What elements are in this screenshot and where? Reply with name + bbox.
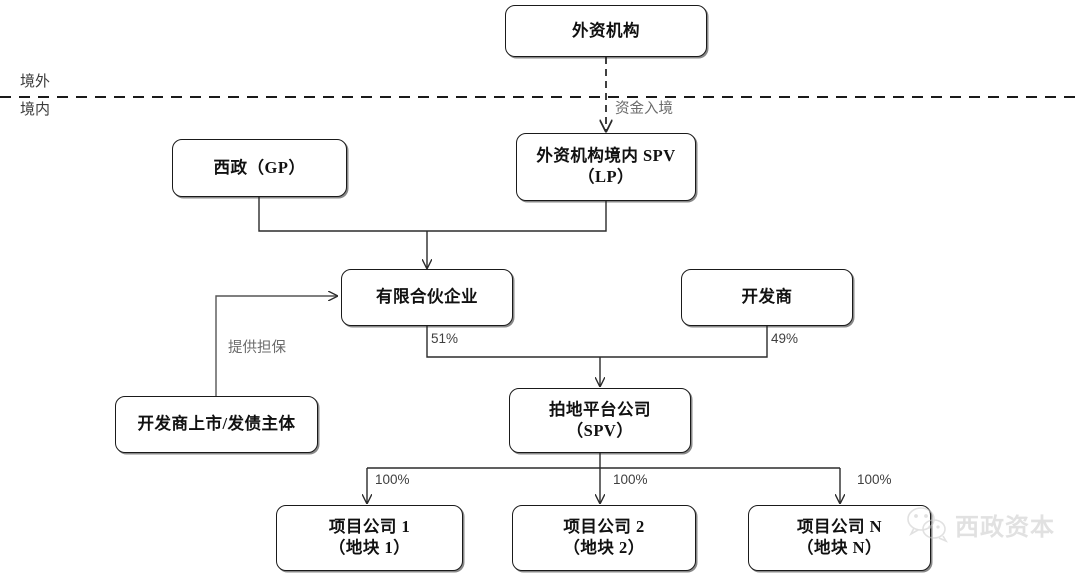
node-project-company-2-label-line1: 项目公司 2: [563, 517, 645, 537]
node-project-company-n-label-line1: 项目公司 N: [796, 517, 883, 537]
node-xizheng-gp-label: 西政（GP）: [213, 157, 306, 177]
node-project-company-n[interactable]: 项目公司 N （地块 N）: [748, 505, 931, 571]
node-developer-label: 开发商: [741, 287, 793, 307]
edge-developer-49: [600, 325, 768, 358]
node-land-platform-company-label-line2: （SPV）: [566, 420, 634, 440]
node-limited-partnership-label: 有限合伙企业: [376, 287, 478, 307]
node-foreign-institution-label: 外资机构: [572, 20, 640, 40]
node-project-company-1-label-line1: 项目公司 1: [328, 517, 411, 537]
node-project-company-1-label-line2: （地块 1）: [328, 538, 411, 557]
node-developer[interactable]: 开发商: [681, 269, 853, 326]
zone-label-domestic: 境内: [20, 102, 51, 118]
edge-label-provide-guarantee: 提供担保: [228, 340, 286, 356]
node-foreign-spv-label-line2: （LP）: [577, 167, 635, 186]
node-project-company-2-label-line2: （地块 2）: [563, 538, 645, 557]
node-foreign-spv-label-line1: 外资机构境内 SPV: [536, 146, 676, 166]
node-foreign-spv[interactable]: 外资机构境内 SPV （LP）: [516, 133, 696, 201]
edge-label-project-2-share: 100%: [613, 472, 648, 487]
edge-label-project-1-share: 100%: [375, 472, 410, 487]
node-land-platform-company[interactable]: 拍地平台公司 （SPV）: [509, 388, 691, 453]
edge-label-partnership-share: 51%: [431, 331, 459, 346]
node-developer-listed-entity-label: 开发商上市/发债主体: [137, 414, 296, 434]
edge-label-project-n-share: 100%: [857, 472, 892, 487]
node-project-company-1[interactable]: 项目公司 1 （地块 1）: [276, 505, 463, 571]
node-limited-partnership[interactable]: 有限合伙企业: [341, 269, 513, 326]
edge-label-developer-share: 49%: [771, 331, 799, 346]
node-land-platform-company-label-line1: 拍地平台公司: [549, 399, 651, 419]
node-developer-listed-entity[interactable]: 开发商上市/发债主体: [115, 396, 318, 453]
node-project-company-n-label-line2: （地块 N）: [796, 538, 883, 557]
node-xizheng-gp[interactable]: 西政（GP）: [172, 139, 347, 197]
watermark-brand-text: 西政资本: [955, 514, 1055, 541]
node-foreign-institution[interactable]: 外资机构: [505, 5, 707, 57]
edge-spv-to-lp-bus: [427, 201, 607, 232]
zone-label-overseas: 境外: [20, 74, 51, 90]
edge-gp-to-lp-bus: [258, 197, 427, 232]
edge-label-capital-inflow: 资金入境: [615, 101, 673, 117]
node-project-company-2[interactable]: 项目公司 2 （地块 2）: [512, 505, 696, 571]
